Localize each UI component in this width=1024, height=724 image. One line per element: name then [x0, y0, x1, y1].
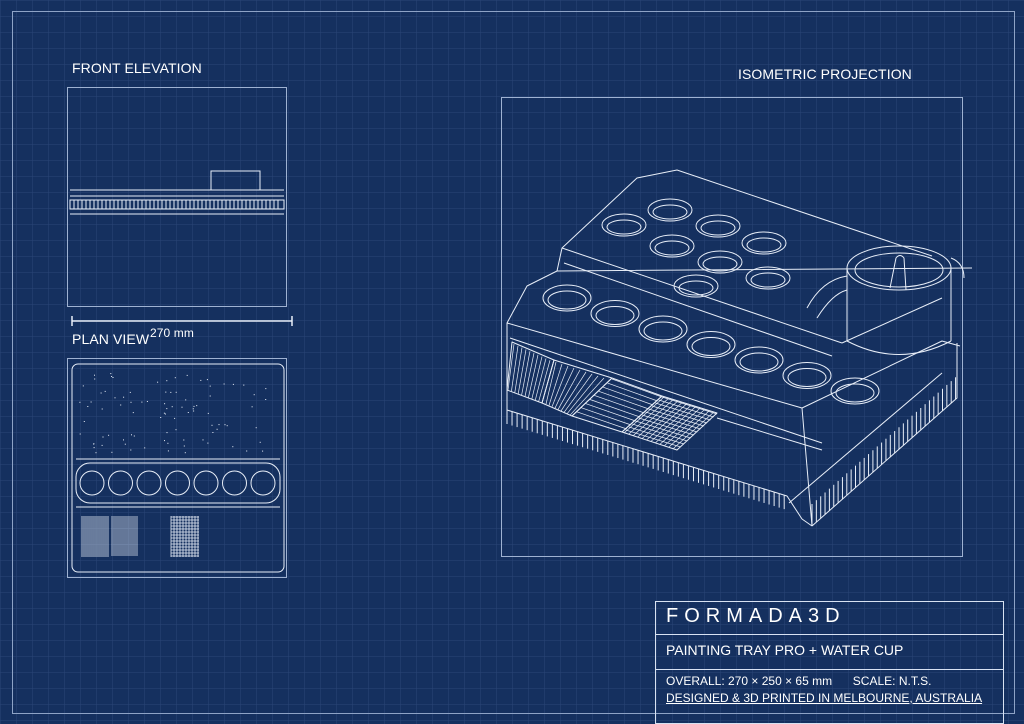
spec-line: OVERALL: 270 × 250 × 65 mm SCALE: N.T.S. — [666, 674, 932, 688]
front-elevation-panel — [67, 87, 287, 307]
credit-line: DESIGNED & 3D PRINTED IN MELBOURNE, AUST… — [666, 691, 983, 705]
title-block: FORMADA3D PAINTING TRAY PRO + WATER CUP … — [655, 601, 1004, 724]
overall-dimensions: OVERALL: 270 × 250 × 65 mm — [666, 674, 833, 688]
front-elevation-drawing — [69, 170, 285, 215]
plan-view-drawing — [71, 363, 285, 573]
isometric-panel — [501, 97, 973, 557]
width-dimension-label: 270 mm — [150, 326, 194, 340]
title-block-divider — [656, 669, 1003, 670]
brand-name: FORMADA3D — [666, 605, 846, 627]
front-elevation-label: FRONT ELEVATION — [72, 60, 202, 76]
product-title: PAINTING TRAY PRO + WATER CUP — [666, 642, 904, 658]
title-block-divider — [656, 634, 1003, 635]
plan-view-label: PLAN VIEW — [72, 331, 150, 347]
isometric-projection-label: ISOMETRIC PROJECTION — [738, 66, 912, 82]
sheet-border — [12, 11, 1015, 714]
isometric-drawing — [506, 169, 973, 527]
drawing-scale: SCALE: N.T.S. — [852, 674, 932, 688]
plan-view-panel — [67, 358, 287, 578]
width-dimension-line — [71, 316, 293, 326]
